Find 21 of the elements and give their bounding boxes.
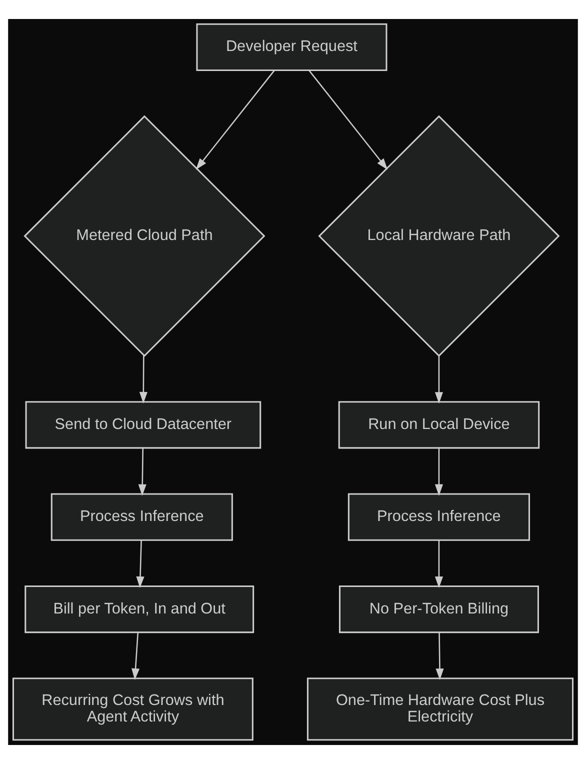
node-box: Bill per Token, In and Out (24, 584, 254, 633)
arrow (436, 632, 444, 680)
arrow (136, 540, 144, 588)
node-box: Run on Local Device (338, 400, 540, 448)
arrow (434, 448, 443, 496)
node-box: Developer Request (196, 22, 388, 70)
arrow (132, 632, 140, 680)
arrow (434, 540, 443, 588)
node-diamond: Metered Cloud Path (24, 114, 266, 356)
node-box: Recurring Cost Grows with Agent Activity (12, 677, 254, 740)
node-box: One-Time Hardware Cost Plus Electricity (306, 677, 574, 740)
arrow (434, 355, 443, 404)
arrow (138, 448, 146, 496)
node-box: Send to Cloud Datacenter (25, 400, 262, 448)
arrow (139, 354, 148, 403)
arrow (196, 70, 275, 170)
arrow (308, 70, 388, 170)
node-box: No Per-Token Billing (338, 584, 539, 633)
node-box: Process Inference (348, 492, 530, 540)
node-diamond: Local Hardware Path (318, 114, 560, 356)
node-box: Process Inference (50, 492, 233, 540)
